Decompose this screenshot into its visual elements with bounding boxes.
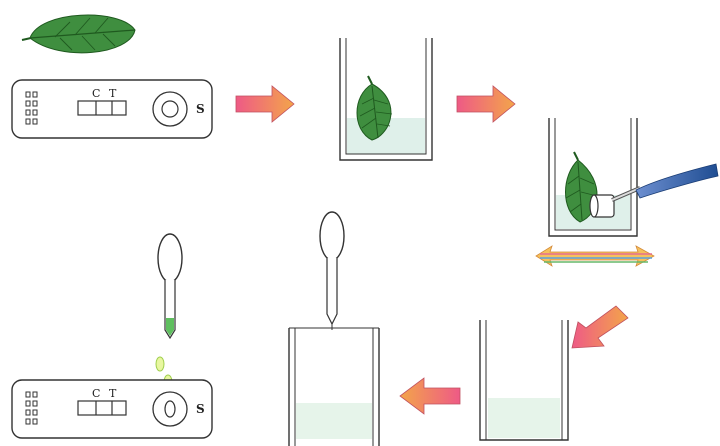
test-strip-bottom: C T S	[12, 380, 212, 438]
pestle-icon	[590, 164, 718, 217]
container-1	[340, 38, 432, 160]
container-2	[549, 118, 718, 236]
test-strip-top: C T S	[12, 80, 212, 138]
arrow-icon	[457, 86, 515, 122]
container-4	[289, 212, 379, 446]
dropper-icon	[320, 212, 344, 330]
test-line-label: T	[109, 387, 117, 400]
arrow-icon	[400, 378, 460, 414]
sample-label: S	[196, 102, 205, 116]
control-line-label: C	[92, 87, 100, 100]
result-window	[78, 401, 126, 415]
sample-label: S	[196, 402, 205, 416]
leaf-icon	[22, 15, 135, 53]
result-window	[78, 101, 126, 115]
double-arrow-icon	[536, 246, 654, 266]
container-3	[480, 320, 568, 440]
control-line-label: C	[92, 387, 100, 400]
arrow-icon	[572, 306, 628, 348]
dropper-icon	[158, 234, 182, 338]
arrow-icon	[236, 86, 294, 122]
test-line-label: T	[109, 87, 117, 100]
